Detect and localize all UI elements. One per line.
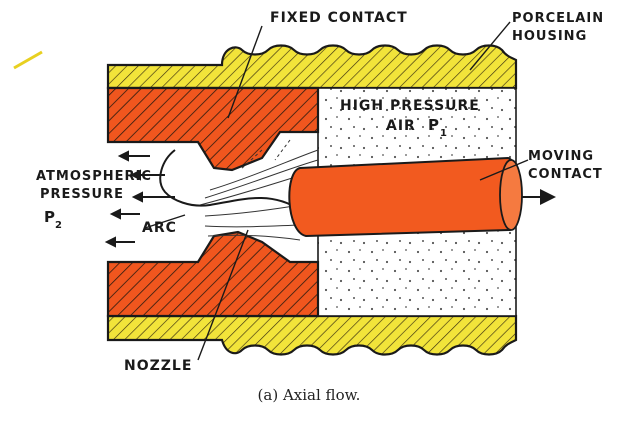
label-p1-sub: 1 <box>440 128 448 139</box>
label-p2-sub: 2 <box>55 220 63 231</box>
label-high-pressure: HIGH PRESSURE <box>340 98 480 114</box>
figure-caption: (a) Axial flow. <box>257 386 361 404</box>
label-nozzle: NOZZLE <box>124 358 192 374</box>
label-arc: ARC <box>142 220 177 236</box>
label-pressure: PRESSURE <box>40 187 124 202</box>
label-contact: CONTACT <box>528 167 603 182</box>
moving-contact <box>288 156 556 238</box>
label-moving: MOVING <box>528 149 594 164</box>
label-p2: P <box>44 208 56 226</box>
arc-path <box>159 149 301 211</box>
upper-porcelain-housing <box>106 44 518 90</box>
label-atmospheric: ATMOSPHERIC <box>36 169 152 184</box>
label-housing: HOUSING <box>512 29 587 44</box>
label-p1: P <box>428 116 440 134</box>
upper-fixed-contact <box>106 86 320 172</box>
leader-lines <box>144 21 529 361</box>
label-fixed-contact: FIXED CONTACT <box>270 10 408 26</box>
label-porcelain: PORCELAIN <box>512 11 604 26</box>
lower-porcelain-housing <box>106 314 518 356</box>
lower-fixed-contact-nozzle <box>106 230 320 318</box>
label-air: AIR <box>386 118 416 134</box>
pen-mark <box>13 50 43 70</box>
exhaust-arrows <box>104 150 175 248</box>
